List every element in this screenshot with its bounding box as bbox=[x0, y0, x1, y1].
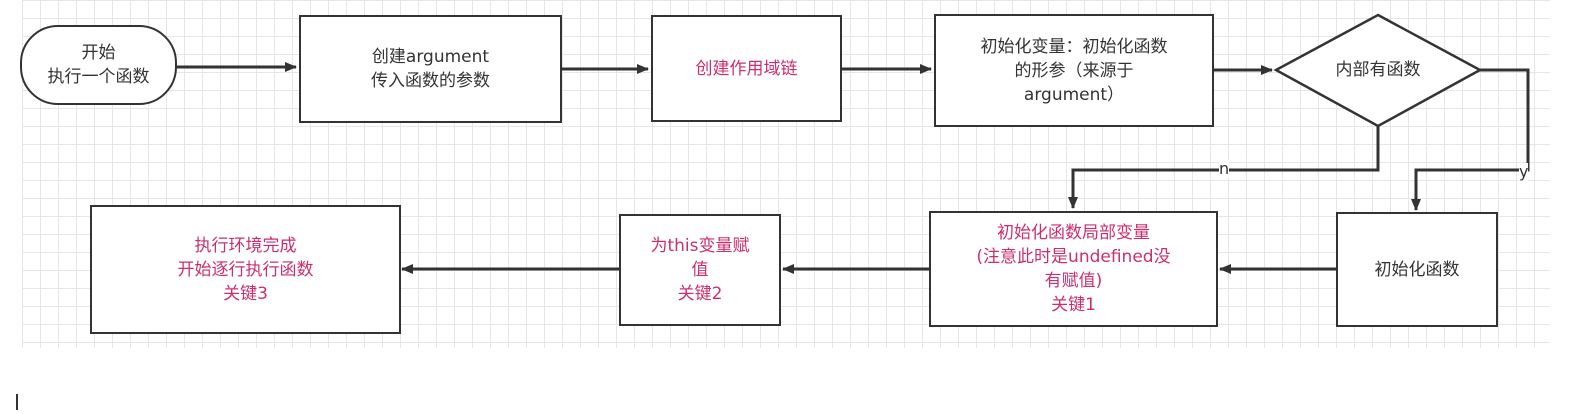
has-inner-function-label: 内部有函数 bbox=[1335, 60, 1421, 80]
assign-this-node: 为this变量赋 值 关键2 bbox=[619, 214, 781, 326]
edge-label-no: n bbox=[1219, 159, 1230, 178]
create-scope-chain-node: 创建作用域链 bbox=[651, 15, 842, 122]
create-argument-node: 创建argument 传入函数的参数 bbox=[299, 15, 562, 123]
decision-diamond bbox=[1273, 13, 1483, 128]
execution-ready-node: 执行环境完成 开始逐行执行函数 关键3 bbox=[90, 205, 401, 334]
init-function-node: 初始化函数 bbox=[1336, 212, 1498, 327]
text-cursor-mark bbox=[16, 394, 18, 410]
start-node: 开始 执行一个函数 bbox=[20, 25, 177, 105]
init-local-variables-node: 初始化函数局部变量 (注意此时是undefined没 有赋值) 关键1 bbox=[929, 211, 1218, 327]
init-variables-node: 初始化变量：初始化函数 的形参（来源于 argument） bbox=[934, 14, 1214, 127]
edge-label-yes: y bbox=[1519, 162, 1529, 181]
